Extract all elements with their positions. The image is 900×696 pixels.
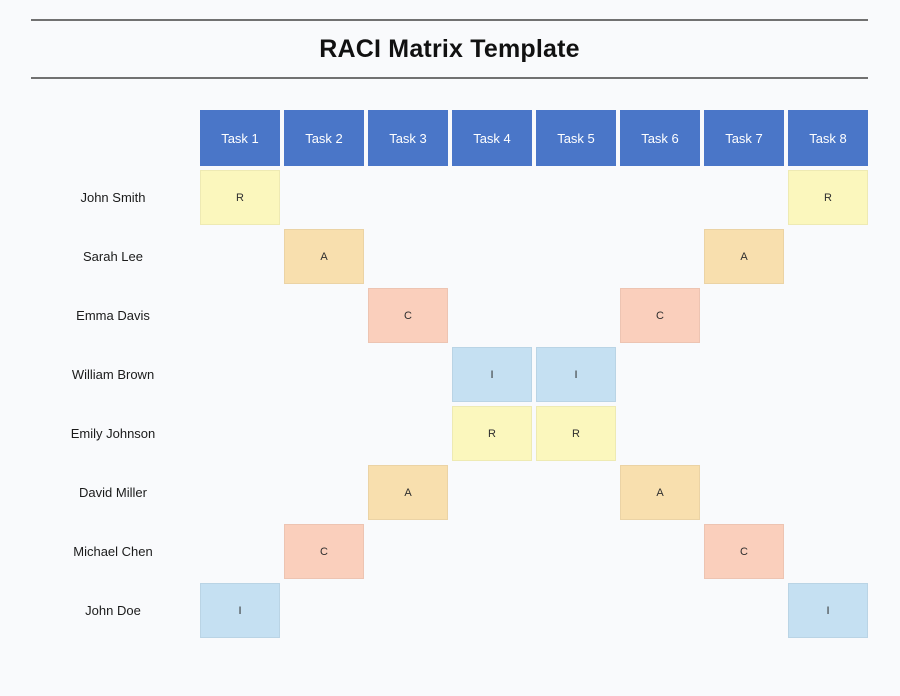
raci-cell-william-brown-task-5: I: [536, 347, 616, 402]
empty-cell: [200, 465, 280, 520]
empty-cell: [452, 583, 532, 638]
person-label-sarah-lee: Sarah Lee: [83, 249, 143, 264]
empty-cell: [452, 170, 532, 225]
raci-cell-john-smith-task-8: R: [788, 170, 868, 225]
empty-cell: [536, 583, 616, 638]
empty-cell: [284, 288, 364, 343]
empty-cell: [704, 347, 784, 402]
task-header-2: Task 2: [284, 110, 364, 166]
empty-cell: [368, 583, 448, 638]
task-header-7: Task 7: [704, 110, 784, 166]
empty-cell: [284, 406, 364, 461]
empty-cell: [284, 465, 364, 520]
empty-cell: [788, 524, 868, 579]
empty-cell: [536, 288, 616, 343]
raci-cell-david-miller-task-6: A: [620, 465, 700, 520]
empty-cell: [620, 524, 700, 579]
empty-cell: [536, 524, 616, 579]
empty-cell: [368, 229, 448, 284]
empty-cell: [704, 583, 784, 638]
person-label-john-doe: John Doe: [85, 603, 141, 618]
empty-cell: [788, 347, 868, 402]
empty-cell: [200, 406, 280, 461]
empty-cell: [620, 583, 700, 638]
person-label-david-miller: David Miller: [79, 485, 147, 500]
empty-cell: [620, 170, 700, 225]
person-label-john-smith: John Smith: [80, 190, 146, 205]
title-block: RACI Matrix Template: [31, 19, 868, 79]
task-header-6: Task 6: [620, 110, 700, 166]
empty-cell: [368, 347, 448, 402]
empty-cell: [788, 406, 868, 461]
empty-cell: [620, 347, 700, 402]
raci-cell-emily-johnson-task-5: R: [536, 406, 616, 461]
empty-cell: [788, 288, 868, 343]
person-label-emma-davis: Emma Davis: [76, 308, 150, 323]
empty-cell: [704, 465, 784, 520]
empty-cell: [452, 229, 532, 284]
raci-cell-emma-davis-task-3: C: [368, 288, 448, 343]
bottom-rule: [31, 77, 868, 79]
raci-cell-emily-johnson-task-4: R: [452, 406, 532, 461]
task-header-1: Task 1: [200, 110, 280, 166]
empty-cell: [536, 170, 616, 225]
empty-cell: [368, 170, 448, 225]
empty-cell: [704, 288, 784, 343]
task-header-5: Task 5: [536, 110, 616, 166]
empty-cell: [284, 347, 364, 402]
raci-cell-john-doe-task-1: I: [200, 583, 280, 638]
raci-cell-sarah-lee-task-7: A: [704, 229, 784, 284]
empty-cell: [788, 229, 868, 284]
empty-cell: [368, 524, 448, 579]
task-header-4: Task 4: [452, 110, 532, 166]
raci-cell-david-miller-task-3: A: [368, 465, 448, 520]
raci-cell-michael-chen-task-7: C: [704, 524, 784, 579]
empty-cell: [452, 524, 532, 579]
raci-cell-john-smith-task-1: R: [200, 170, 280, 225]
empty-cell: [452, 288, 532, 343]
empty-cell: [200, 229, 280, 284]
empty-cell: [788, 465, 868, 520]
corner-cell: [30, 110, 196, 166]
empty-cell: [284, 170, 364, 225]
empty-cell: [200, 288, 280, 343]
person-label-emily-johnson: Emily Johnson: [70, 426, 156, 441]
empty-cell: [536, 229, 616, 284]
raci-cell-sarah-lee-task-2: A: [284, 229, 364, 284]
person-label-michael-chen: Michael Chen: [73, 544, 153, 559]
empty-cell: [704, 170, 784, 225]
raci-cell-william-brown-task-4: I: [452, 347, 532, 402]
empty-cell: [200, 347, 280, 402]
empty-cell: [200, 524, 280, 579]
task-header-8: Task 8: [788, 110, 868, 166]
raci-cell-john-doe-task-8: I: [788, 583, 868, 638]
page-title: RACI Matrix Template: [319, 34, 580, 63]
empty-cell: [620, 406, 700, 461]
task-header-3: Task 3: [368, 110, 448, 166]
top-rule: [31, 19, 868, 21]
empty-cell: [284, 583, 364, 638]
person-label-william-brown: William Brown: [71, 367, 155, 382]
empty-cell: [704, 406, 784, 461]
raci-cell-michael-chen-task-2: C: [284, 524, 364, 579]
empty-cell: [368, 406, 448, 461]
empty-cell: [620, 229, 700, 284]
empty-cell: [452, 465, 532, 520]
empty-cell: [536, 465, 616, 520]
raci-cell-emma-davis-task-6: C: [620, 288, 700, 343]
